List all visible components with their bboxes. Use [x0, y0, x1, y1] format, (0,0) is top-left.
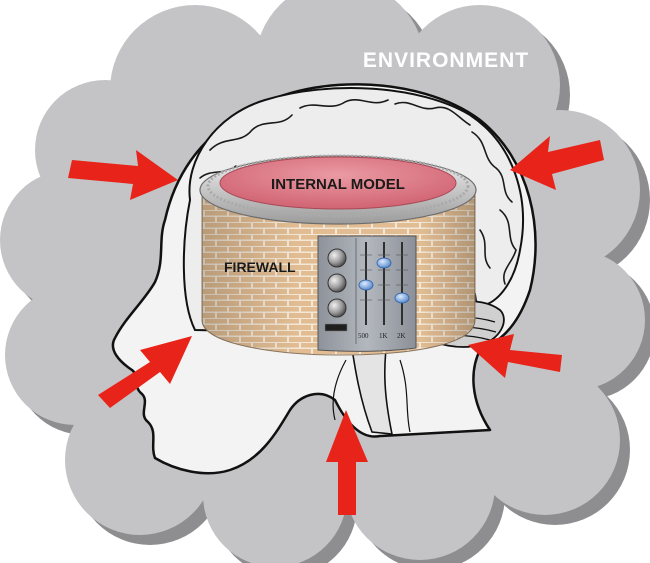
internal-model-disc: [219, 156, 457, 210]
fader-label-1k: 1K: [379, 332, 388, 340]
fader-label-2k: 2K: [397, 332, 406, 340]
firewall-label: FIREWALL: [224, 259, 296, 275]
mixer-switch: [324, 323, 348, 332]
neck-lines: [332, 359, 411, 433]
arrow-top-right: [510, 136, 604, 190]
brain-stem: [349, 334, 394, 435]
arrows: [68, 136, 604, 515]
mixer-knobs: [327, 248, 347, 318]
arrow-bottom: [326, 410, 368, 515]
environment-label: ENVIRONMENT: [363, 49, 529, 72]
cylinder-rim-dots: [206, 154, 470, 218]
knob-2: [327, 273, 347, 293]
fader-cap-1: [358, 279, 374, 291]
arrow-right: [468, 334, 562, 378]
firewall-cylinder: 500 1K 2K: [199, 154, 477, 356]
fader-cap-2: [376, 257, 392, 269]
arrow-top-left: [68, 150, 178, 200]
mixer-faders: [358, 242, 410, 325]
fader-cap-3: [394, 292, 410, 304]
knob-3: [327, 298, 347, 318]
mixer-panel: 500 1K 2K: [317, 235, 417, 352]
knob-1: [327, 248, 347, 268]
arrow-mid-left: [98, 336, 192, 408]
internal-model-label: INTERNAL MODEL: [271, 176, 405, 193]
fader-label-500: 500: [358, 332, 369, 340]
